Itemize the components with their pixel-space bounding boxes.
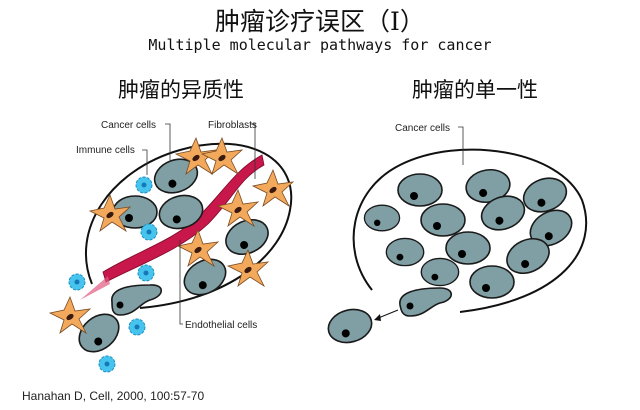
migrating-cancer-cell: [399, 287, 453, 317]
blood-vessel: [102, 154, 265, 283]
label-cancer-cells: Cancer cells: [395, 123, 450, 134]
slide-title: 肿瘤诊疗误区（I）: [215, 7, 425, 36]
immune-cell: [137, 264, 155, 282]
left-panel-heading: 肿瘤的异质性: [118, 78, 244, 102]
label-endothelial-cells: Endothelial cells: [185, 320, 257, 331]
tumor-boundary: [352, 148, 588, 313]
label-immune-cells: Immune cells: [76, 145, 135, 156]
citation: Hanahan D, Cell, 2000, 100:57-70: [22, 389, 205, 403]
cancer-cell: [445, 231, 491, 265]
cancer-cell: [469, 265, 515, 299]
cancer-cell: [420, 257, 460, 287]
cancer-cell: [397, 173, 443, 207]
immune-cell: [68, 273, 86, 291]
label-fibroblasts: Fibroblasts: [208, 120, 257, 131]
cancer-cell: [323, 304, 377, 348]
migrating-cancer-cell: [111, 284, 163, 316]
immune-cell: [128, 318, 146, 336]
immune-cell: [135, 176, 153, 194]
slide-subtitle: Multiple molecular pathways for cancer: [148, 36, 492, 54]
label-cancer-cells: Cancer cells: [101, 120, 156, 131]
immune-cell: [98, 355, 116, 373]
right-panel-heading: 肿瘤的单一性: [412, 78, 538, 102]
cancer-cell: [385, 237, 425, 267]
immune-cell: [140, 223, 158, 241]
cancer-cell: [363, 204, 401, 232]
heterogeneous-tumor: Cancer cells Fibroblasts Immune cells En…: [49, 120, 294, 373]
homogeneous-tumor: Cancer cells: [323, 123, 588, 348]
cancer-cell: [420, 203, 466, 237]
